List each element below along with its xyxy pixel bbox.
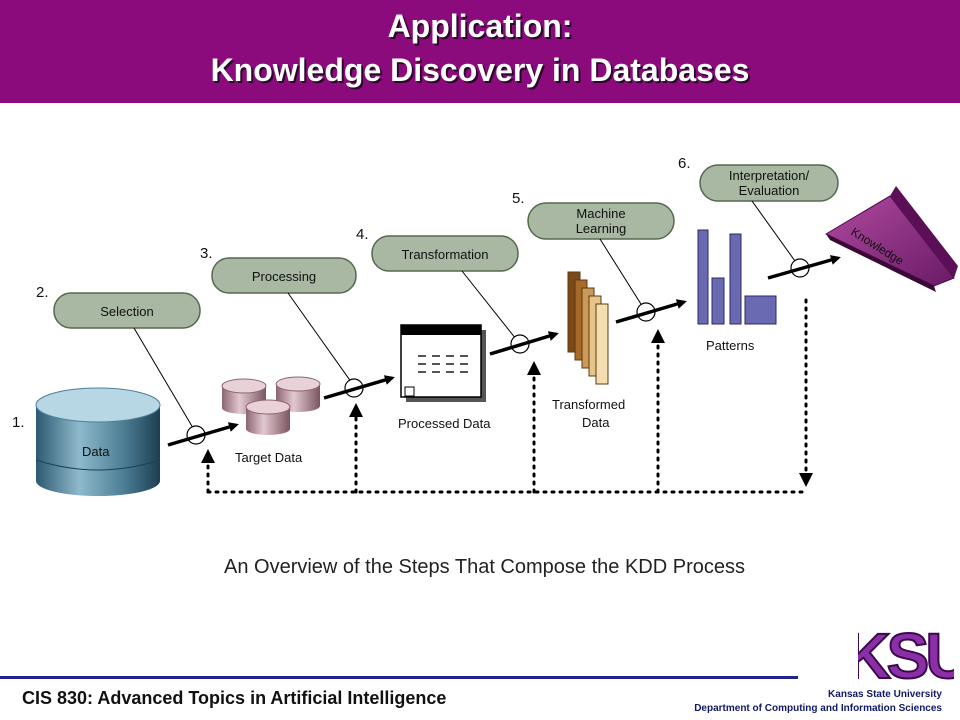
processing-label: Processing: [252, 269, 316, 284]
ksu-logo-text: KSU: [858, 620, 954, 686]
transformed-data-icon: [567, 271, 609, 385]
kdd-process-diagram: 1. 2. 3. 4. 5. 6. Data Target Data: [12, 155, 958, 578]
transformed-data-label-line-2: Data: [582, 415, 610, 430]
title-banner: Application: Knowledge Discovery in Data…: [0, 0, 960, 103]
selection-label: Selection: [100, 304, 153, 319]
transformation-label: Transformation: [402, 247, 489, 262]
step-number-5: 5.: [512, 190, 525, 207]
selection-step: Selection: [53, 292, 201, 329]
knowledge-prism-icon: Knowledge: [824, 186, 958, 292]
data-database-icon: Data: [35, 387, 161, 496]
interpretation-label-line-2: Evaluation: [739, 183, 800, 198]
department-name: Department of Computing and Information …: [694, 703, 942, 714]
university-name: Kansas State University: [828, 689, 942, 700]
transformed-data-label-line-1: Transformed: [552, 397, 625, 412]
footer-divider: [0, 676, 798, 679]
feedback-loop: [201, 298, 813, 494]
data-label: Data: [82, 444, 110, 459]
target-data-icon: [221, 376, 321, 435]
processed-data-icon: [400, 324, 486, 402]
interpretation-evaluation-step: Interpretation/ Evaluation: [699, 164, 839, 202]
target-data-label: Target Data: [235, 450, 303, 465]
step-number-6: 6.: [678, 155, 691, 172]
transformation-step: Transformation: [371, 235, 519, 272]
machine-learning-label-line-2: Learning: [576, 221, 627, 236]
machine-learning-label-line-1: Machine: [576, 206, 625, 221]
slide-title-line-2: Knowledge Discovery in Databases: [210, 52, 750, 88]
processing-step: Processing: [211, 257, 357, 294]
step-number-2: 2.: [36, 284, 49, 301]
step-number-3: 3.: [200, 245, 213, 262]
connector-lines: [133, 200, 801, 434]
slide-title-line-1: Application:: [387, 8, 573, 44]
step-number-1: 1.: [12, 414, 25, 431]
course-title: CIS 830: Advanced Topics in Artificial I…: [22, 688, 447, 708]
patterns-label: Patterns: [706, 338, 755, 353]
processed-data-label: Processed Data: [398, 416, 491, 431]
diagram-caption: An Overview of the Steps That Compose th…: [224, 556, 745, 578]
machine-learning-step: Machine Learning: [527, 202, 675, 240]
interpretation-label-line-1: Interpretation/: [729, 168, 810, 183]
step-number-4: 4.: [356, 226, 369, 243]
ksu-logo: KSU: [858, 620, 954, 686]
patterns-icon: [697, 229, 777, 325]
flow-arrows: [167, 255, 841, 447]
